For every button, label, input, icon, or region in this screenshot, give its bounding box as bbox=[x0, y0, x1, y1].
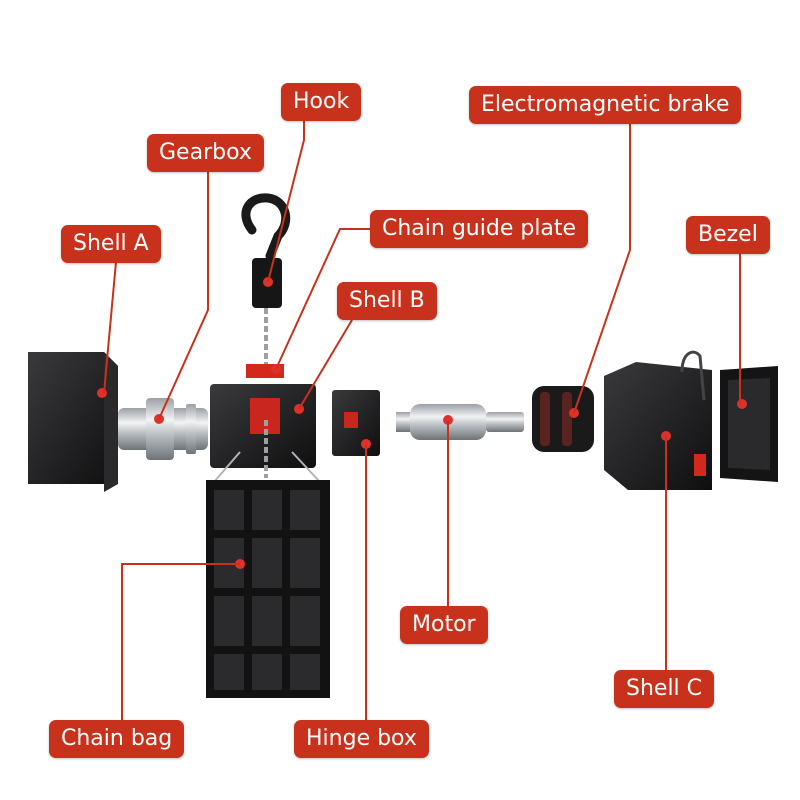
hinge-box-part bbox=[332, 390, 380, 456]
label-chain-guide-plate: Chain guide plate bbox=[370, 210, 588, 248]
shell-a-marker bbox=[97, 388, 107, 398]
motor-part bbox=[396, 404, 524, 440]
bezel-marker bbox=[737, 399, 747, 409]
label-electromagnetic-brake: Electromagnetic brake bbox=[469, 86, 741, 124]
label-gearbox: Gearbox bbox=[147, 134, 264, 172]
label-bezel: Bezel bbox=[686, 216, 770, 254]
electromagnetic-brake-part bbox=[532, 386, 594, 452]
shell-b-part bbox=[210, 384, 316, 468]
label-chain-bag: Chain bag bbox=[49, 720, 184, 758]
chain-bag-part bbox=[206, 452, 330, 698]
bezel-part bbox=[720, 366, 778, 482]
label-shell-b: Shell B bbox=[337, 282, 437, 320]
label-motor: Motor bbox=[400, 606, 488, 644]
label-hook: Hook bbox=[281, 83, 361, 121]
label-shell-c: Shell C bbox=[614, 670, 714, 708]
leader-gearbox bbox=[159, 172, 208, 419]
label-hinge-box: Hinge box bbox=[294, 720, 429, 758]
gearbox-part bbox=[118, 398, 208, 460]
shell-c-part bbox=[604, 352, 712, 490]
shell-a-part bbox=[28, 352, 118, 492]
label-shell-a: Shell A bbox=[61, 225, 161, 263]
